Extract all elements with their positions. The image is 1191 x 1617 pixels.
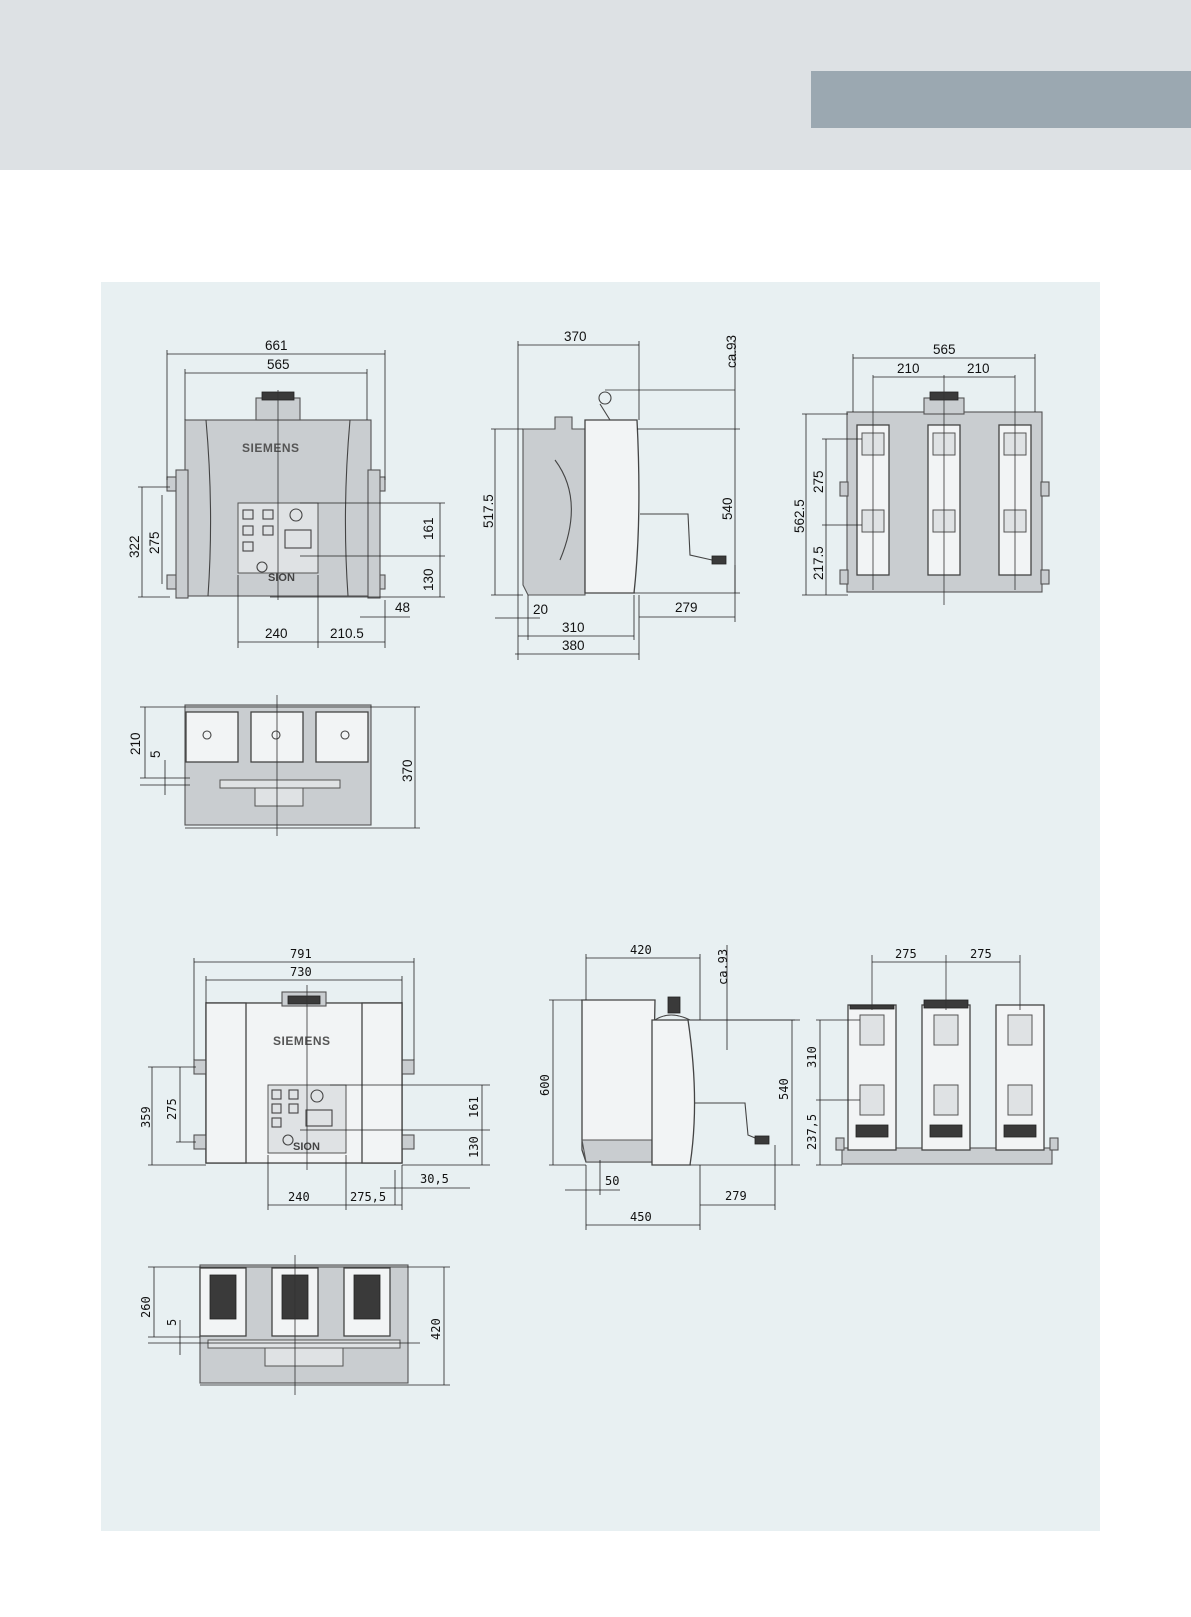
- dim-240-small: 240: [265, 626, 288, 641]
- sion-label-large: SION: [293, 1141, 320, 1153]
- front-view-small: SIEMENS SION 661 565 322 275 161 130 48 …: [127, 338, 445, 648]
- dim-275-5: 275,5: [350, 1190, 386, 1204]
- dim-161-large: 161: [467, 1096, 481, 1118]
- dim-562-5: 562.5: [792, 499, 807, 533]
- dim-130-small: 130: [421, 568, 436, 591]
- dim-275-rear-a: 275: [895, 947, 917, 961]
- dim-359: 359: [139, 1106, 153, 1128]
- dim-210-b: 210: [967, 361, 990, 376]
- siemens-logo-large: SIEMENS: [273, 1034, 331, 1048]
- dim-565-rear: 565: [933, 342, 956, 357]
- dim-161-small: 161: [421, 517, 436, 540]
- dim-275-rear-small: 275: [811, 470, 826, 493]
- dim-275-front-small: 275: [147, 531, 162, 554]
- front-view-large: SIEMENS SION 791 730 359 275 161 130 30,…: [139, 947, 490, 1210]
- dim-ca93-large: ca.93: [716, 949, 730, 985]
- rear-view-small: 565 210 210 562.5 275 217.5: [792, 342, 1049, 605]
- dim-210-5: 210.5: [330, 626, 364, 641]
- dim-50: 50: [605, 1174, 619, 1188]
- dim-380: 380: [562, 638, 585, 653]
- dim-130-large: 130: [467, 1136, 481, 1158]
- dim-275-front-large: 275: [165, 1098, 179, 1120]
- dim-565: 565: [267, 357, 290, 372]
- sion-label-small: SION: [268, 572, 295, 584]
- dim-ca93-small: ca.93: [724, 335, 739, 368]
- dim-237-5: 237,5: [805, 1114, 819, 1150]
- rear-view-large: 275 275 310 237,5: [805, 947, 1058, 1165]
- siemens-logo-small: SIEMENS: [242, 441, 300, 455]
- side-view-small: 370 ca.93 517.5 540 20 310 380 279: [481, 329, 740, 660]
- dim-20: 20: [533, 602, 548, 617]
- dim-48: 48: [395, 600, 410, 615]
- dim-370-top-view: 370: [400, 759, 415, 782]
- dim-730: 730: [290, 965, 312, 979]
- dim-275-rear-b: 275: [970, 947, 992, 961]
- dim-540-large: 540: [777, 1078, 791, 1100]
- dim-322: 322: [127, 535, 142, 558]
- dim-5-large: 5: [165, 1319, 179, 1326]
- top-view-small: 210 5 370: [128, 695, 420, 836]
- dim-420-top: 420: [429, 1318, 443, 1340]
- dim-600: 600: [538, 1074, 552, 1096]
- side-view-large: 420 ca.93 600 540 50 450 279: [538, 943, 800, 1230]
- dim-420-side: 420: [630, 943, 652, 957]
- dim-210-top: 210: [128, 732, 143, 755]
- dim-260: 260: [139, 1296, 153, 1318]
- dim-791: 791: [290, 947, 312, 961]
- dim-310-rear: 310: [805, 1046, 819, 1068]
- dim-370-top: 370: [564, 329, 587, 344]
- dim-210-a: 210: [897, 361, 920, 376]
- dim-240-large: 240: [288, 1190, 310, 1204]
- dim-30-5: 30,5: [420, 1172, 449, 1186]
- dim-517-5: 517.5: [481, 494, 496, 528]
- dim-661: 661: [265, 338, 288, 353]
- dim-540-small: 540: [720, 497, 735, 520]
- top-view-large: 260 5 420: [139, 1255, 450, 1395]
- dim-450: 450: [630, 1210, 652, 1224]
- dim-310: 310: [562, 620, 585, 635]
- dim-5-small: 5: [148, 750, 163, 758]
- dim-279-large: 279: [725, 1189, 747, 1203]
- dim-217-5: 217.5: [811, 546, 826, 580]
- dim-279-small: 279: [675, 600, 698, 615]
